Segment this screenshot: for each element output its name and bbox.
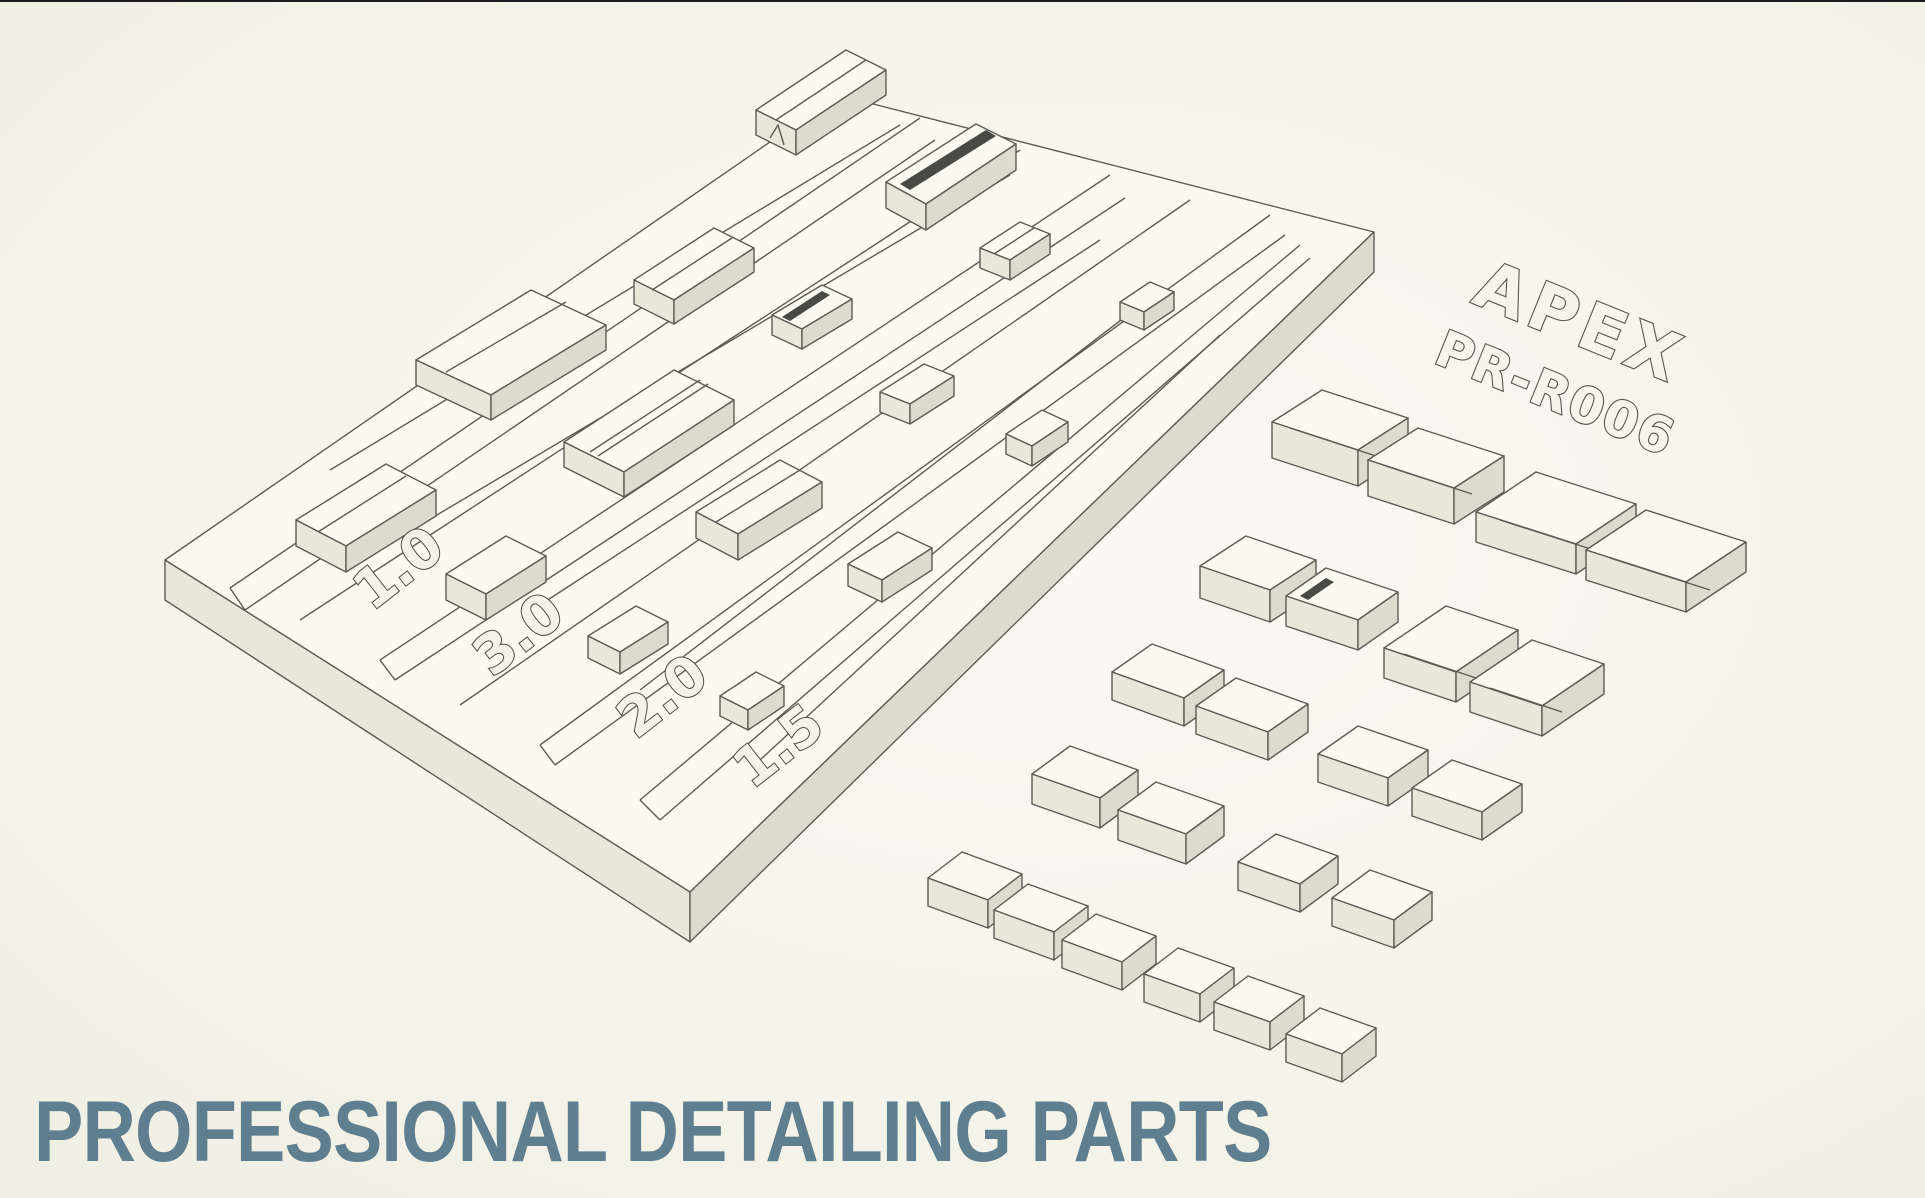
part-med-1 [633, 227, 755, 325]
part-med-2 [771, 284, 853, 350]
top-border [0, 0, 1925, 2]
part-med-5 [847, 531, 933, 603]
headline: PROFESSIONAL DETAILING PARTS [34, 1084, 1272, 1180]
part-large-4 [695, 459, 823, 561]
part-xl-1 [415, 289, 607, 421]
part-small-3 [587, 605, 669, 675]
part-med-3 [879, 363, 955, 425]
part-large-2 [885, 123, 1017, 231]
part-med-6 [445, 535, 547, 621]
part-large-1 [755, 49, 887, 156]
part-med-4 [1005, 409, 1069, 467]
part-small-1 [979, 221, 1051, 281]
brand-logo: APEX PR-R006 [1426, 244, 1697, 469]
part-large-3 [295, 463, 437, 573]
part-xl-2 [563, 369, 735, 498]
part-small-4 [719, 671, 785, 731]
plate-parts [295, 49, 1175, 731]
part-small-2 [1119, 281, 1175, 331]
loose-parts [927, 389, 1747, 1083]
